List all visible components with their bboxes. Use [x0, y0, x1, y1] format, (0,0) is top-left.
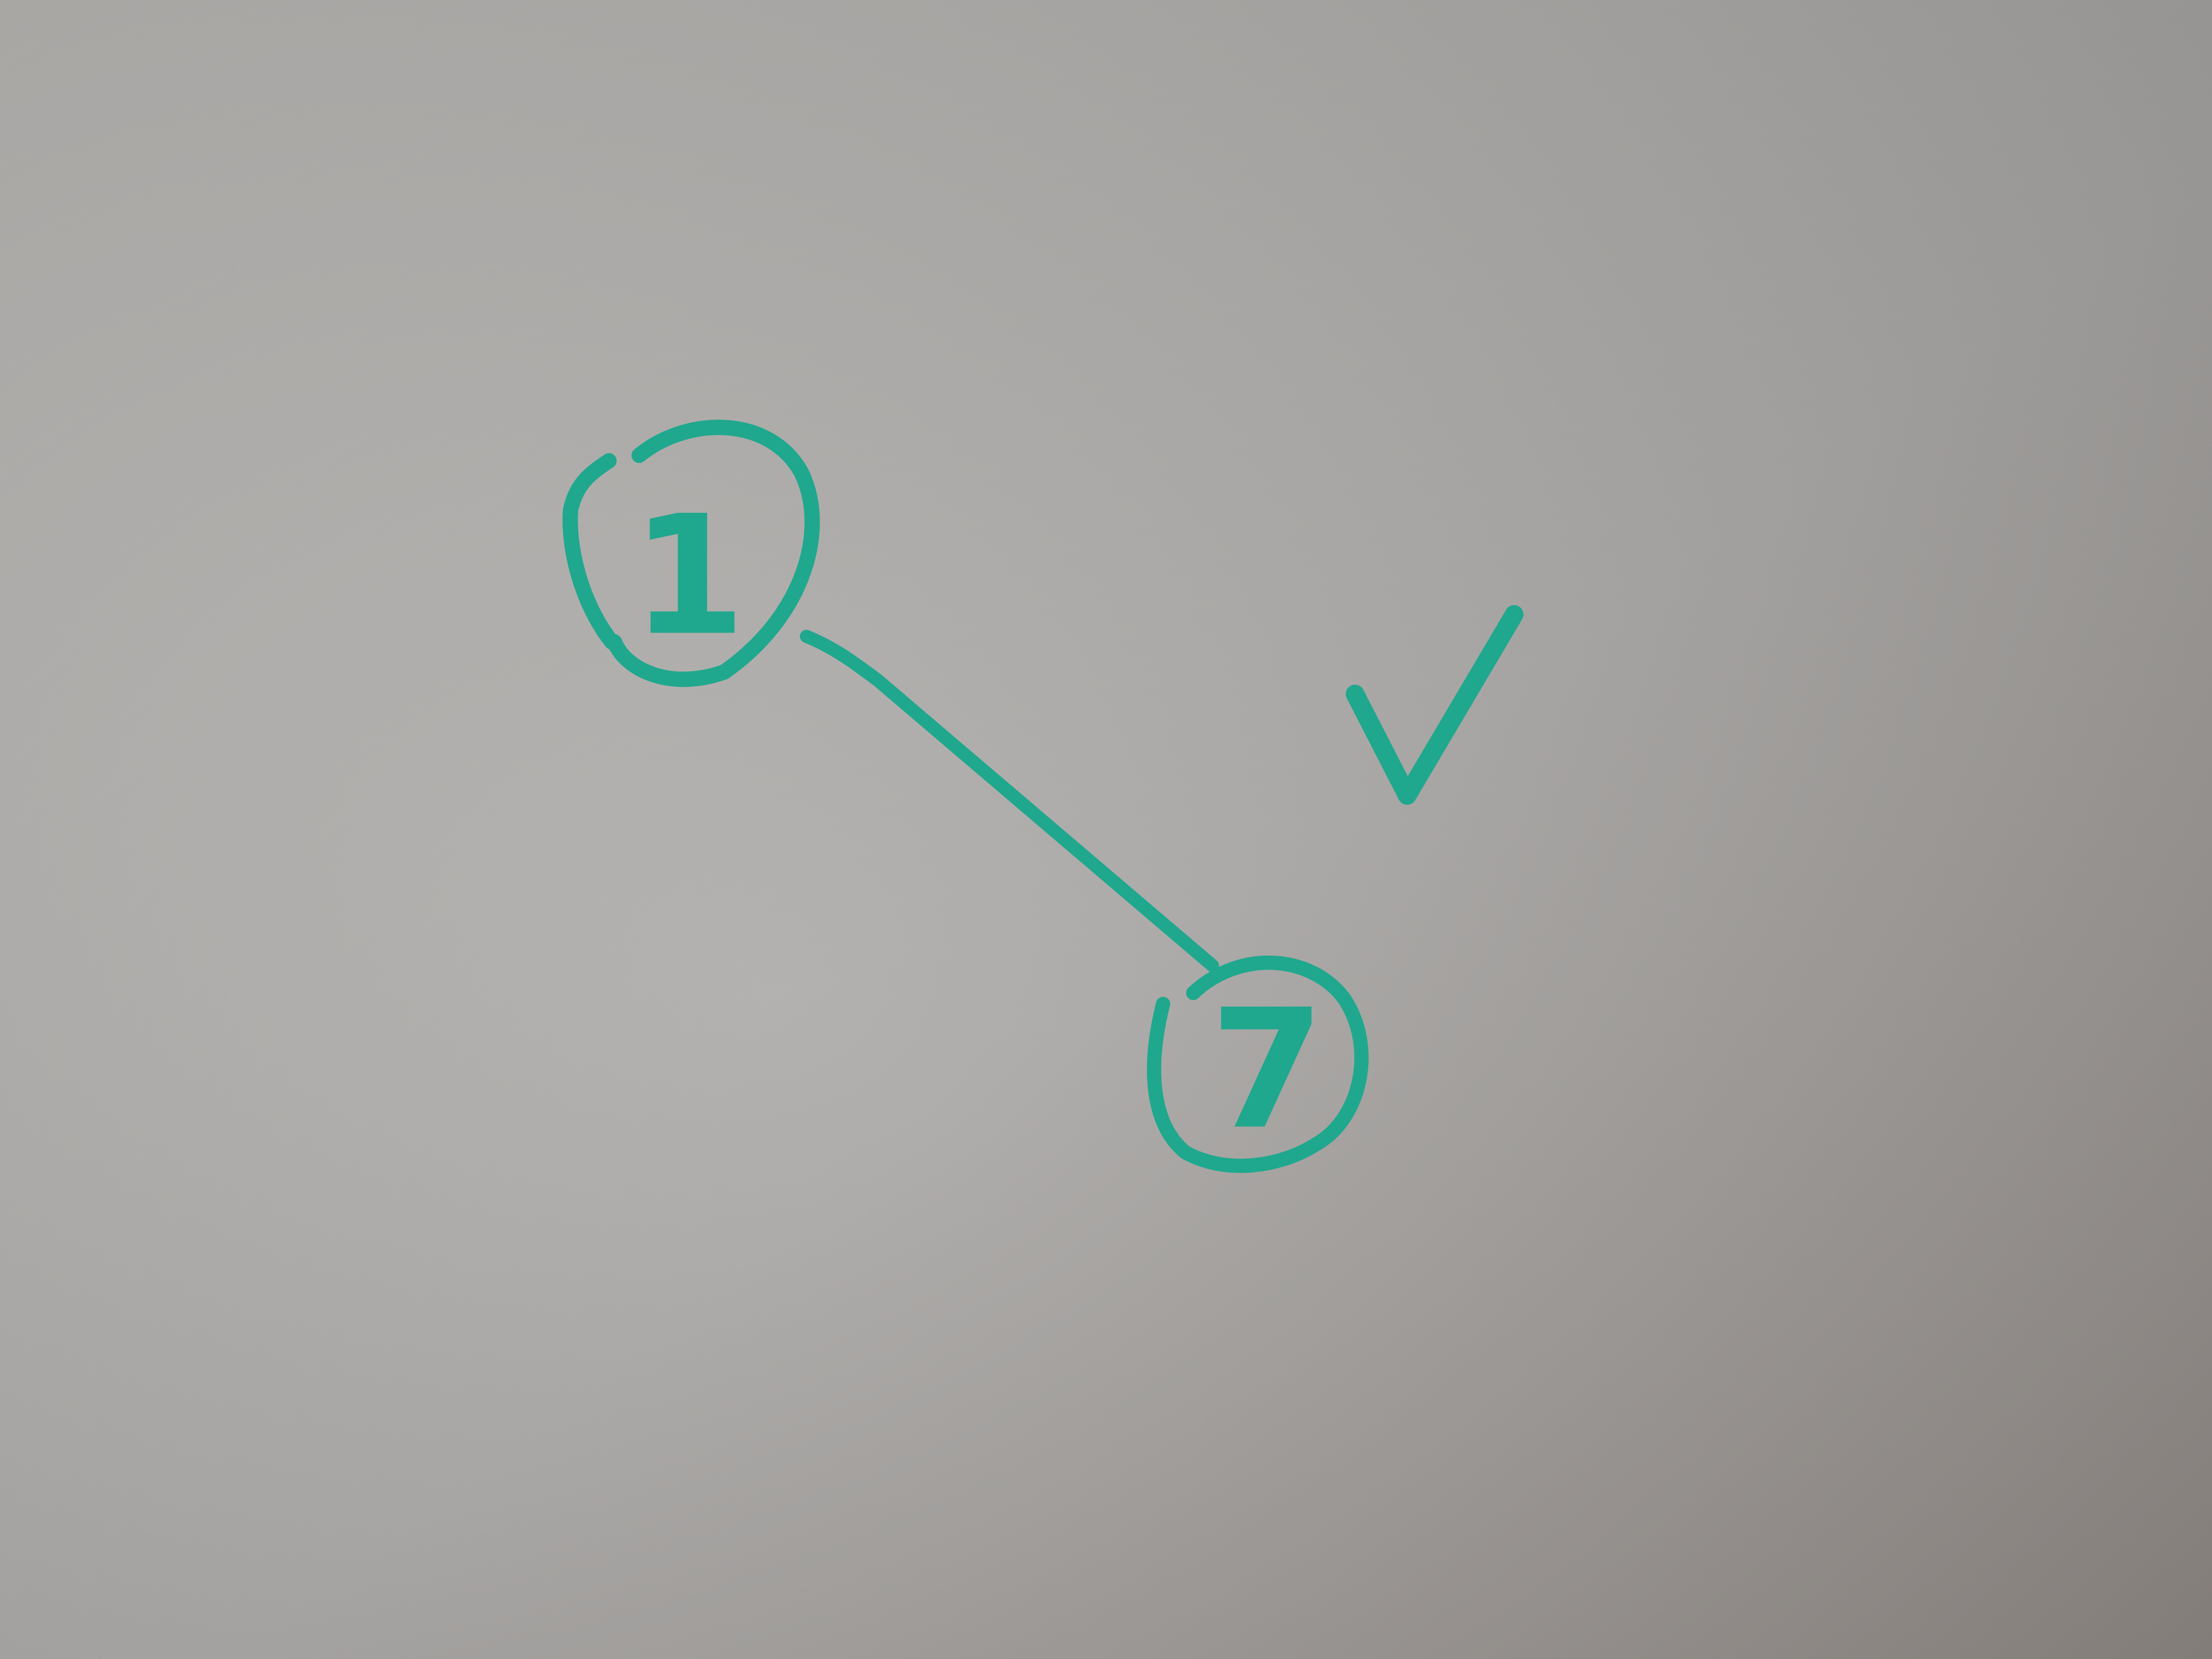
- checkmark-icon: [1346, 605, 1523, 805]
- node-1: 1: [562, 420, 820, 687]
- node-7-label: 7: [1210, 974, 1325, 1166]
- node-7-circle: [1147, 955, 1369, 1173]
- node-1-circle: [562, 420, 820, 687]
- node-1-label: 1: [631, 481, 746, 672]
- node-7: 7: [1147, 955, 1369, 1173]
- edge-1-7: [800, 630, 1219, 972]
